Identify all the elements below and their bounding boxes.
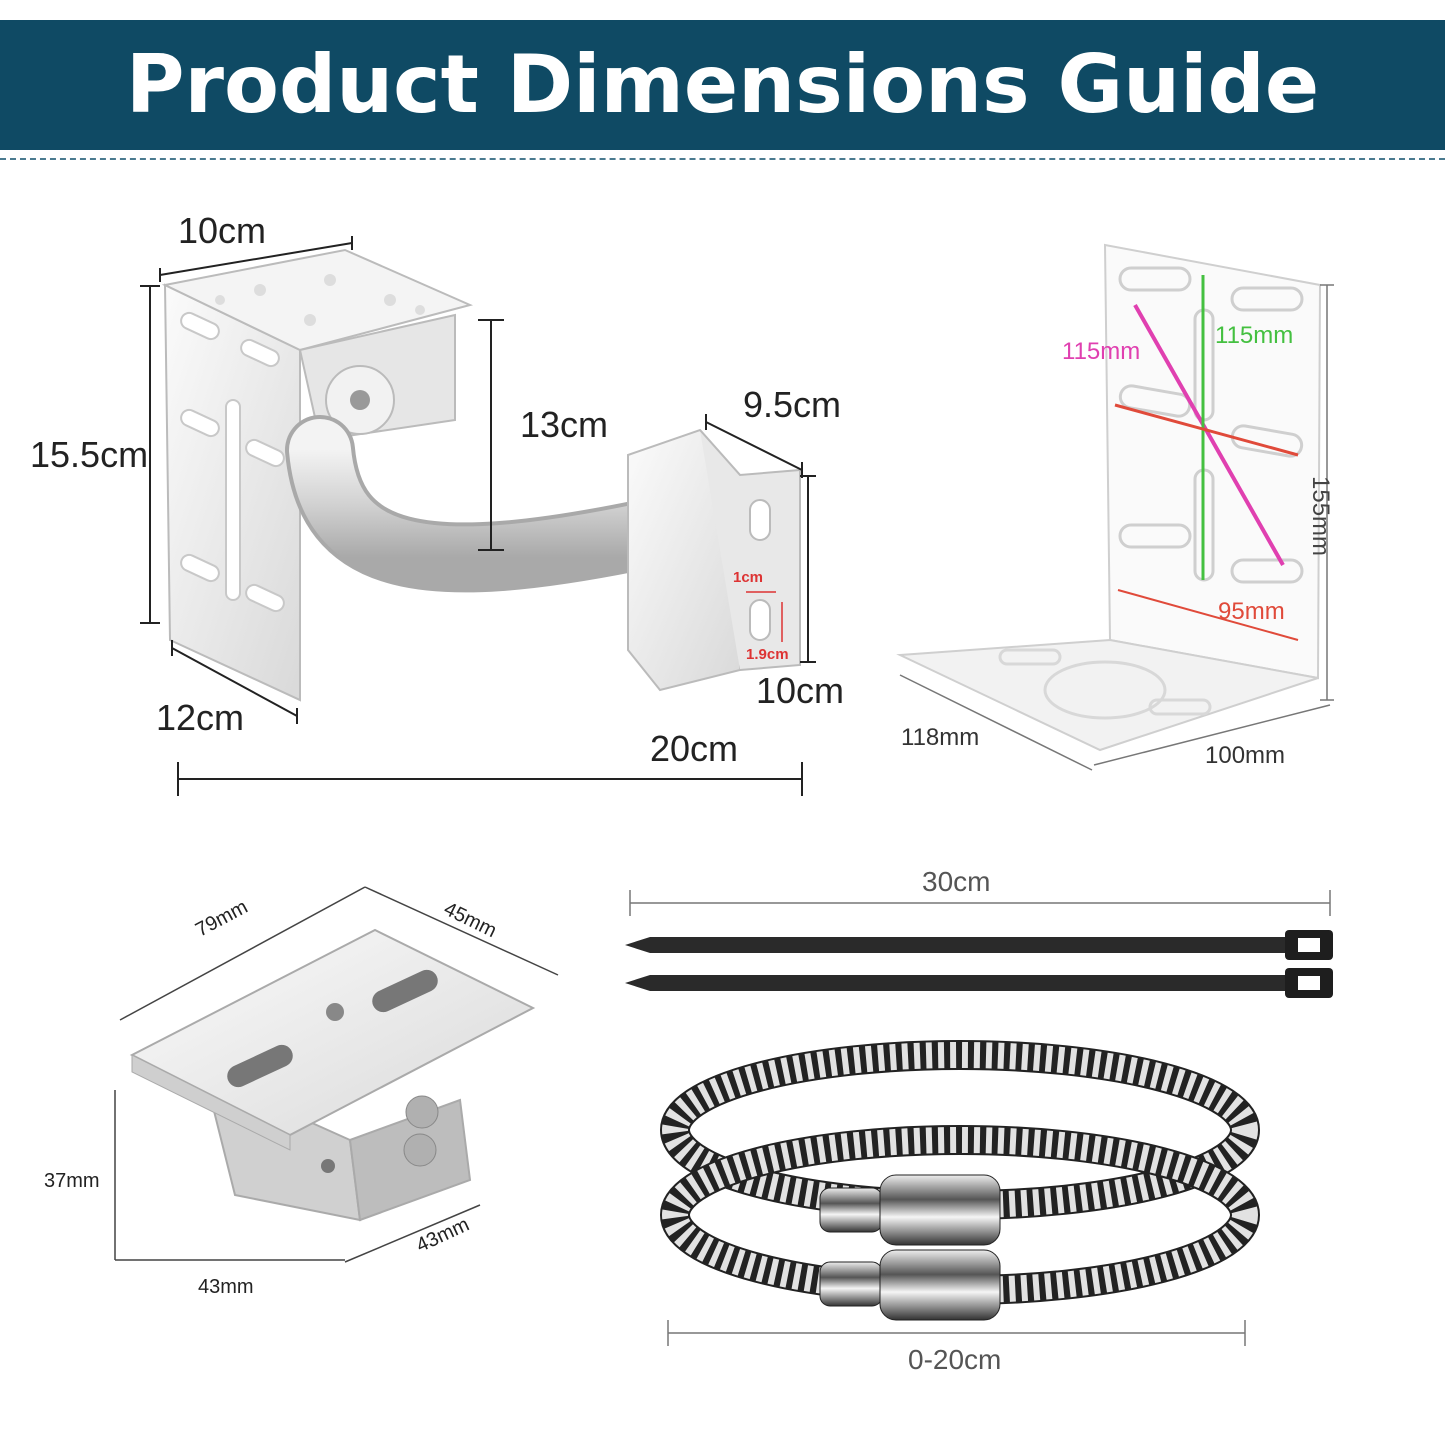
wall-arm-bracket xyxy=(161,248,801,702)
slot-length-label: 1.9cm xyxy=(746,646,789,663)
total-length-label: 20cm xyxy=(650,728,739,769)
horiz-red-label: 95mm xyxy=(1218,598,1285,625)
l-bracket-dimension-lines xyxy=(899,284,1334,771)
vert-green-label: 115mm xyxy=(1215,322,1294,349)
hose-clamp-dimension-line xyxy=(667,1320,1246,1346)
slot-dimension-lines xyxy=(746,591,783,642)
l-depth-label: 118mm xyxy=(901,724,980,751)
small-height-label: 37mm xyxy=(44,1170,100,1192)
cable-tie-length-label: 30cm xyxy=(922,866,991,897)
hose-clamp-range-label: 0-20cm xyxy=(908,1344,1002,1375)
arm-drop-label: 13cm xyxy=(520,404,609,445)
banner-divider xyxy=(0,158,1445,160)
hose-clamps xyxy=(660,1040,1260,1321)
cable-ties xyxy=(625,930,1333,998)
small-bracket-dimension-lines xyxy=(114,886,559,1263)
diag-pink-label: 115mm xyxy=(1062,338,1141,365)
main-bracket-dimension-lines xyxy=(140,236,816,796)
small-bracket xyxy=(129,928,536,1222)
l-height-label: 155mm xyxy=(1307,476,1334,557)
l-width-label: 100mm xyxy=(1205,742,1286,769)
clamp-height-label: 10cm xyxy=(756,670,845,711)
plate-depth-label: 12cm xyxy=(156,697,245,738)
l-bracket xyxy=(896,243,1322,752)
clamp-width-label: 9.5cm xyxy=(743,384,842,425)
title-banner xyxy=(0,20,1445,150)
small-base-side-label: 43mm xyxy=(198,1276,254,1298)
top-width-label: 10cm xyxy=(178,210,267,251)
plate-height-label: 15.5cm xyxy=(30,434,149,475)
page-title: Product Dimensions Guide xyxy=(125,38,1320,131)
slot-width-label: 1cm xyxy=(733,569,764,586)
cable-tie-dimension-line xyxy=(629,890,1331,916)
